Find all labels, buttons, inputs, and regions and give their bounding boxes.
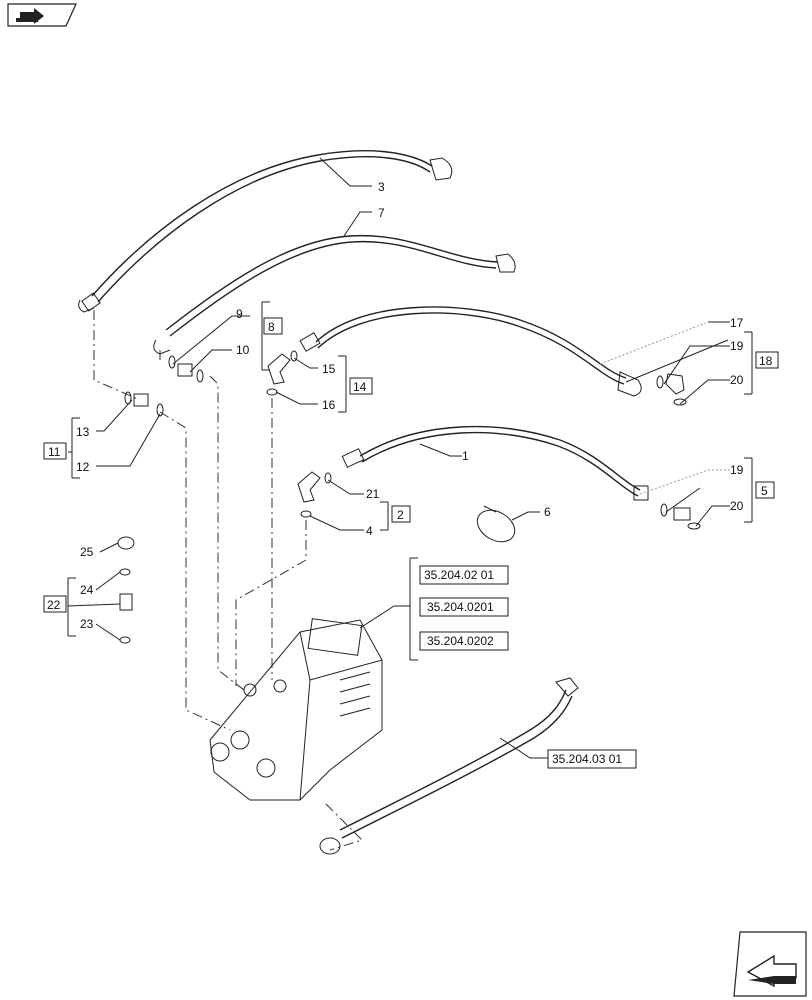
callout-15: 15 [322, 362, 336, 376]
reference-text-1[interactable]: 35.204.02 01 [424, 568, 494, 582]
callout-13: 13 [76, 425, 90, 439]
callout-6: 6 [544, 505, 551, 519]
hose-7 [153, 234, 516, 355]
next-page-arrow-icon[interactable] [733, 931, 807, 997]
callout-1: 1 [462, 449, 469, 463]
callout-12: 12 [76, 460, 90, 474]
callout-17: 17 [730, 316, 744, 330]
callout-11[interactable]: 11 [48, 445, 61, 459]
lever-tube [319, 677, 579, 855]
control-valve [209, 618, 383, 801]
fittings [117, 350, 701, 644]
reference-links: 35.204.02 01 35.204.0201 35.204.0202 35.… [419, 565, 637, 769]
callout-3: 3 [378, 180, 385, 194]
callout-21: 21 [366, 487, 380, 501]
prev-page-arrow-icon[interactable] [7, 3, 77, 27]
reference-text-2[interactable]: 35.204.0201 [427, 600, 494, 614]
callout-5[interactable]: 5 [761, 484, 768, 498]
reference-link-4[interactable]: 35.204.03 01 [547, 749, 637, 769]
leader-lines [67, 157, 753, 759]
reference-link-2[interactable]: 35.204.0201 [419, 597, 509, 617]
callout-8[interactable]: 8 [268, 320, 275, 334]
callout-19-upper: 19 [730, 339, 744, 353]
callout-box-18[interactable]: 18 [755, 351, 779, 369]
reference-text-4[interactable]: 35.204.03 01 [552, 752, 622, 766]
callout-19-lower: 19 [730, 463, 744, 477]
callout-9: 9 [236, 307, 243, 321]
reference-link-3[interactable]: 35.204.0202 [419, 631, 509, 651]
callout-24: 24 [80, 583, 94, 597]
hose-3 [78, 150, 453, 313]
callout-labels: 3 7 9 10 15 16 13 12 17 19 20 1 21 4 19 … [76, 180, 744, 631]
callout-box-5[interactable]: 5 [755, 481, 775, 499]
callout-4: 4 [366, 524, 373, 538]
callout-10: 10 [236, 343, 250, 357]
callout-16: 16 [322, 398, 336, 412]
callout-2[interactable]: 2 [397, 508, 404, 522]
callout-23: 23 [80, 617, 94, 631]
callout-box-14[interactable]: 14 [349, 377, 373, 395]
reference-link-1[interactable]: 35.204.02 01 [419, 565, 509, 585]
reference-text-3[interactable]: 35.204.0202 [427, 634, 494, 648]
callout-box-22[interactable]: 22 [43, 595, 67, 613]
callout-box-8[interactable]: 8 [263, 317, 283, 335]
boxed-callouts: 8 14 11 18 2 5 22 [43, 317, 779, 613]
callout-25: 25 [80, 545, 94, 559]
callout-box-2[interactable]: 2 [391, 505, 411, 523]
routing-lines [93, 310, 363, 851]
callout-20-upper: 20 [730, 373, 744, 387]
hose-1 [341, 425, 649, 501]
callout-14[interactable]: 14 [353, 380, 367, 394]
callout-20-lower: 20 [730, 499, 744, 513]
callout-box-11[interactable]: 11 [43, 442, 67, 460]
callout-22[interactable]: 22 [47, 598, 61, 612]
hose-17 [299, 306, 642, 397]
callout-7: 7 [378, 206, 385, 220]
callout-18[interactable]: 18 [759, 354, 773, 368]
